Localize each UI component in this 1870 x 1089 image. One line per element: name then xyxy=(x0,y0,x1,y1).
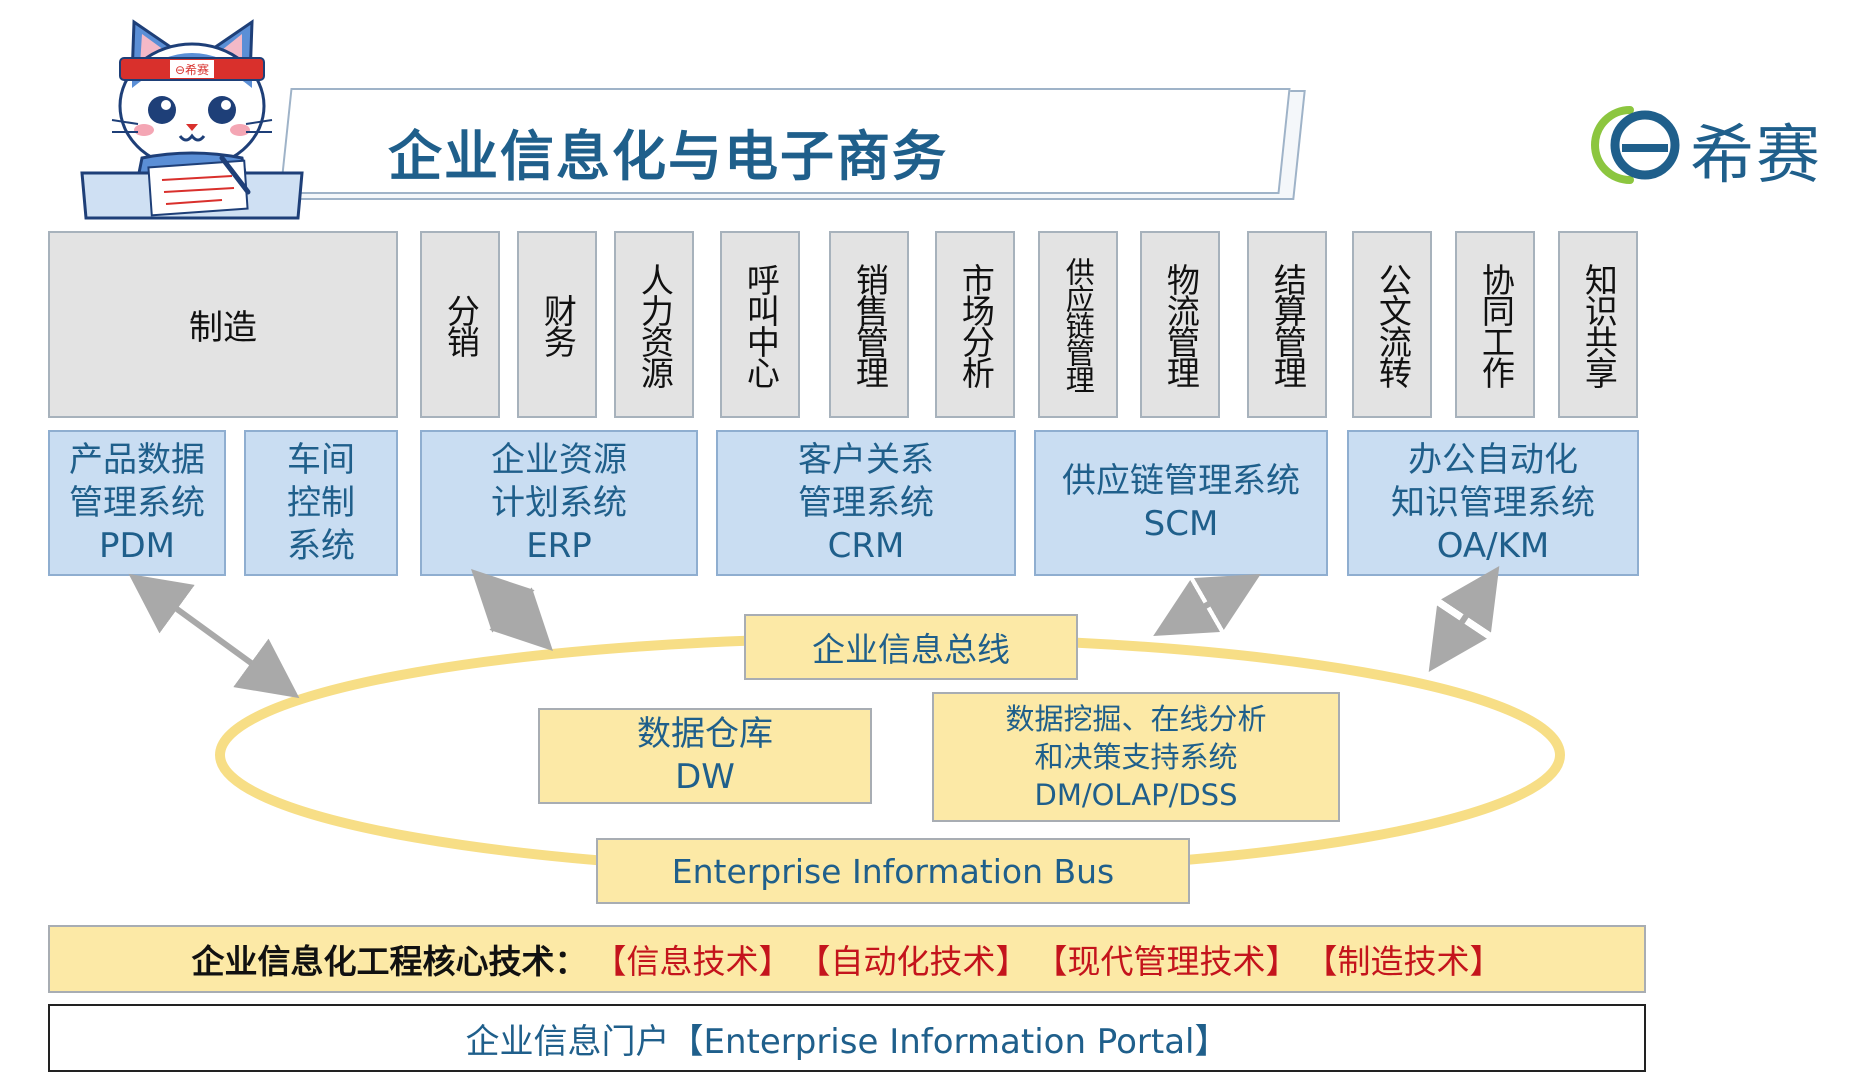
module-collaboration: 协同工作 xyxy=(1455,231,1535,418)
module-settlement-mgmt: 结算管理 xyxy=(1247,231,1327,418)
module-call-center: 呼叫中心 xyxy=(720,231,800,418)
system-oa-km: 办公自动化 知识管理系统 OA/KM xyxy=(1347,430,1639,576)
arrow-scm-bus-line xyxy=(1153,574,1261,636)
system-shop-floor-control: 车间 控制 系统 xyxy=(244,430,398,576)
module-sales-mgmt: 销售管理 xyxy=(829,231,909,418)
data-warehouse-box: 数据仓库 DW xyxy=(538,708,872,804)
mascot-headband-text: ⊖希赛 xyxy=(175,62,209,77)
module-finance: 财务 xyxy=(517,231,597,418)
module-document-flow: 公文流转 xyxy=(1352,231,1432,418)
arrow-oakm-bus xyxy=(1428,566,1500,672)
logo-text: 希赛 xyxy=(1690,119,1822,193)
arrow-erp-bus xyxy=(471,569,553,651)
core-tech-information: 【信息技术】 xyxy=(593,942,792,981)
enterprise-portal-bar: 企业信息门户【Enterprise Information Portal】 xyxy=(48,1004,1646,1072)
system-scm: 供应链管理系统 SCM xyxy=(1034,430,1328,576)
system-erp: 企业资源 计划系统 ERP xyxy=(420,430,698,576)
arrow-pdm-bus xyxy=(128,573,300,699)
core-tech-management: 【现代管理技术】 xyxy=(1034,942,1299,981)
module-logistics-mgmt: 物流管理 xyxy=(1140,231,1220,418)
bus-label-en: Enterprise Information Bus xyxy=(596,838,1190,904)
core-technology-bar: 企业信息化工程核心技术： 【信息技术】 【自动化技术】 【现代管理技术】 【制造… xyxy=(48,925,1646,993)
core-tech-manufacturing: 【制造技术】 xyxy=(1304,942,1503,981)
arrow-scm-bus xyxy=(1230,615,1236,620)
bus-label-cn: 企业信息总线 xyxy=(744,614,1078,680)
data-mining-box: 数据挖掘、在线分析 和决策支持系统 DM/OLAP/DSS xyxy=(932,692,1340,822)
core-tech-automation: 【自动化技术】 xyxy=(797,942,1029,981)
system-crm: 客户关系 管理系统 CRM xyxy=(716,430,1016,576)
system-pdm: 产品数据 管理系统 PDM xyxy=(48,430,226,576)
module-hr: 人力资源 xyxy=(614,231,694,418)
module-knowledge-sharing: 知识共享 xyxy=(1558,231,1638,418)
page-title: 企业信息化与电子商务 xyxy=(388,125,948,188)
enterprise-portal-text: 企业信息门户【Enterprise Information Portal】 xyxy=(465,1021,1229,1062)
module-supply-chain-mgmt: 供应链管理 xyxy=(1038,231,1118,418)
xisai-logo-icon xyxy=(1591,106,1680,184)
module-distribution: 分销 xyxy=(420,231,500,418)
module-manufacturing: 制造 xyxy=(48,231,398,418)
module-market-analysis: 市场分析 xyxy=(935,231,1015,418)
mascot-cat-icon: ⊖希赛 xyxy=(80,19,304,220)
core-technology-label: 企业信息化工程核心技术： xyxy=(191,942,588,981)
